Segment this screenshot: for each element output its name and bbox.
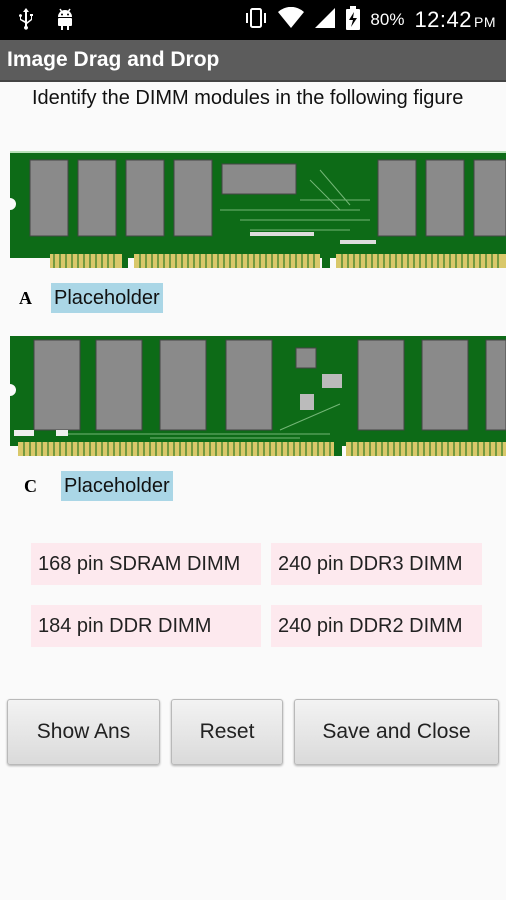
option-240-pin-ddr2-dimm[interactable]: 240 pin DDR2 DIMM [271, 605, 482, 647]
vibrate-icon [244, 7, 268, 33]
battery-charging-icon [346, 6, 361, 34]
android-debug-icon [54, 8, 76, 34]
clock-time: 12:42 [414, 7, 472, 32]
app-title-bar: Image Drag and Drop [0, 40, 506, 82]
clock-ampm: PM [474, 14, 496, 30]
drop-target-c[interactable]: Placeholder [61, 471, 173, 501]
drop-target-a[interactable]: Placeholder [51, 283, 163, 313]
signal-icon [314, 7, 336, 33]
reset-button[interactable]: Reset [171, 699, 283, 765]
dimm-image-c [0, 334, 506, 460]
wifi-icon [278, 6, 305, 33]
battery-percent: 80% [370, 10, 405, 29]
option-184-pin-ddr-dimm[interactable]: 184 pin DDR DIMM [31, 605, 261, 647]
app-title: Image Drag and Drop [7, 48, 220, 71]
dimm-image-a [0, 150, 506, 274]
option-168-pin-sdram-dimm[interactable]: 168 pin SDRAM DIMM [31, 543, 261, 585]
label-letter-a: A [19, 288, 32, 308]
question-text: Identify the DIMM modules in the followi… [32, 87, 464, 109]
option-240-pin-ddr3-dimm[interactable]: 240 pin DDR3 DIMM [271, 543, 482, 585]
show-answer-button[interactable]: Show Ans [7, 699, 160, 765]
usb-icon [18, 8, 34, 34]
label-letter-c: C [24, 476, 37, 496]
save-and-close-button[interactable]: Save and Close [294, 699, 499, 765]
